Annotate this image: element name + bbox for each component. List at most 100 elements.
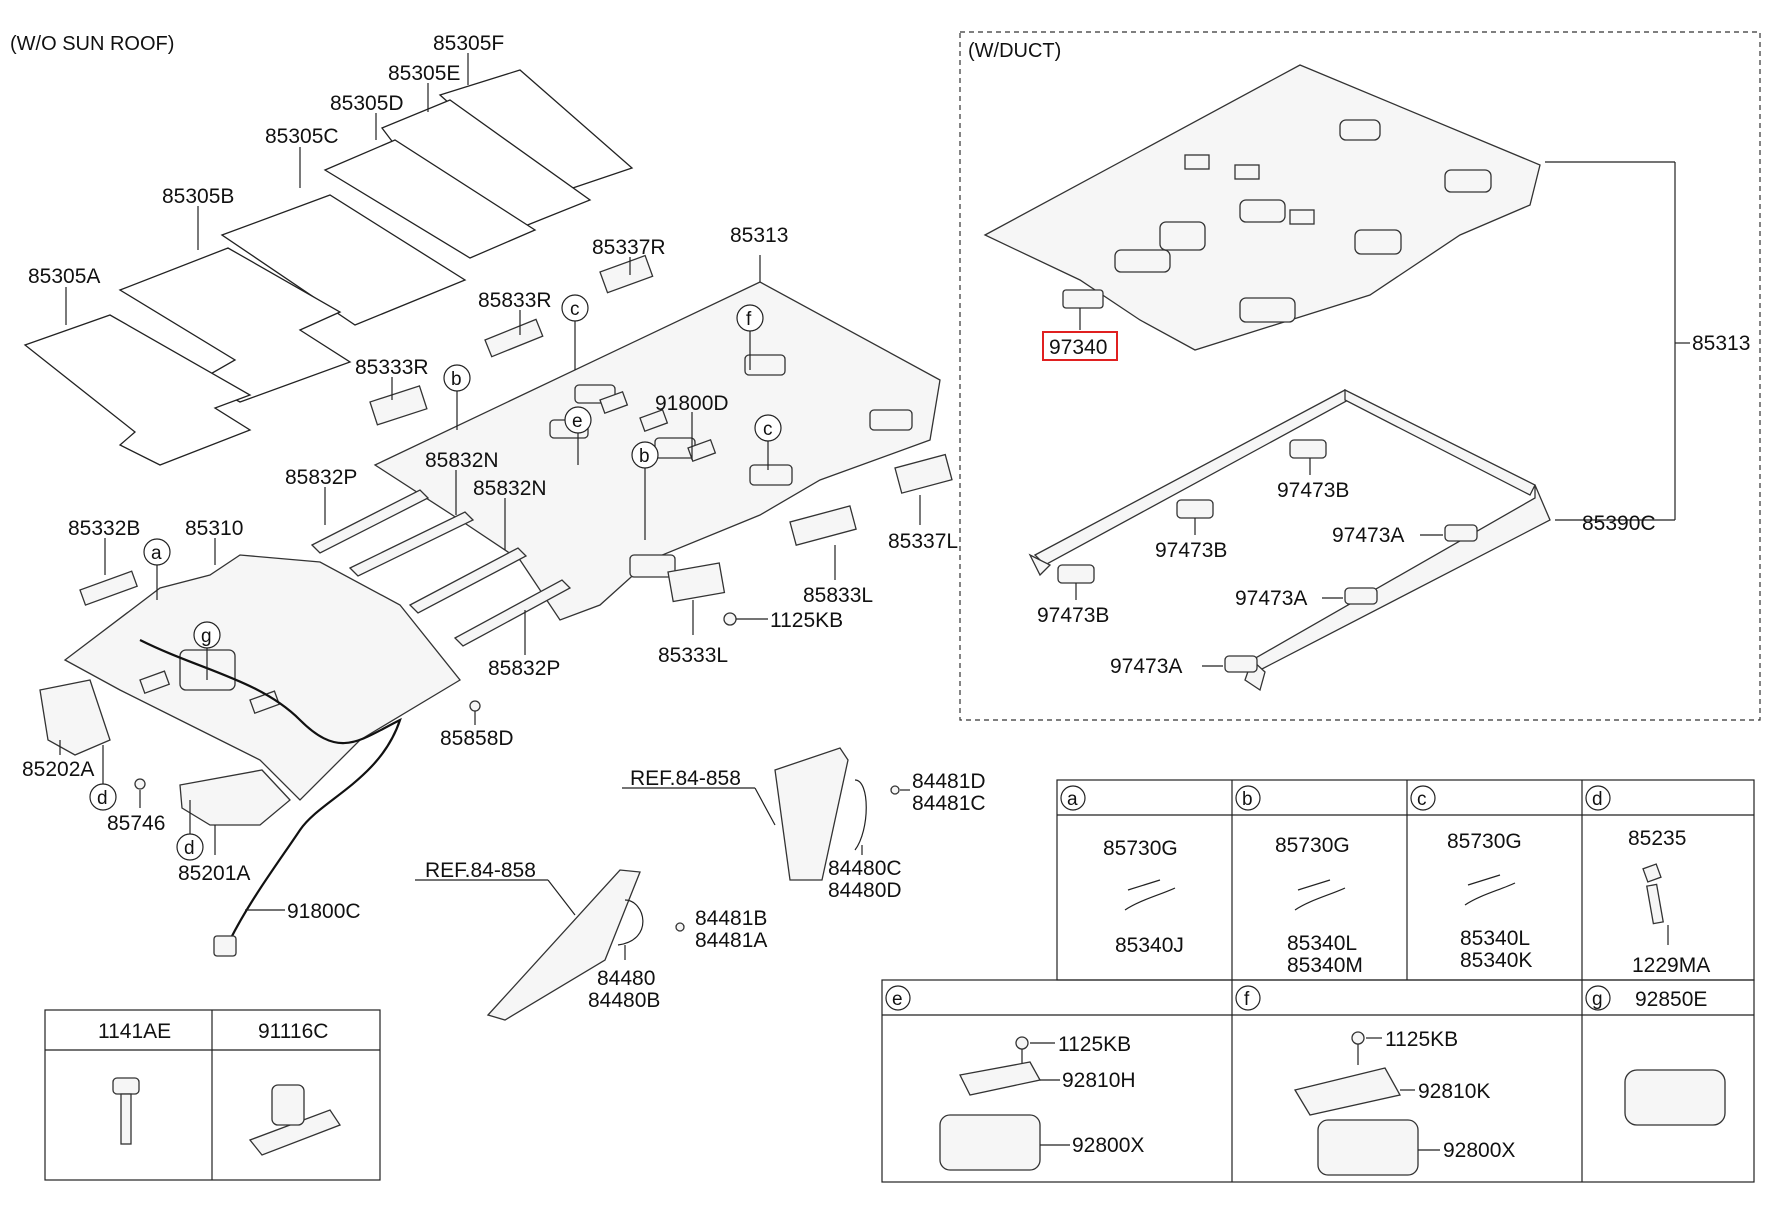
label-85305A[interactable]: 85305A [28,265,100,288]
label-97473A-a[interactable]: 97473A [1332,524,1404,547]
label-85746[interactable]: 85746 [107,812,165,835]
svg-text:d: d [184,838,195,859]
legend-col1-label[interactable]: 1141AE [98,1020,171,1043]
label-85305B[interactable]: 85305B [162,185,234,208]
label-f-92800X[interactable]: 92800X [1443,1139,1515,1162]
label-c-85340L[interactable]: 85340L [1460,927,1530,950]
label-a-85730G[interactable]: 85730G [1103,837,1178,860]
label-ref-upper[interactable]: REF.84-858 [630,767,741,790]
vent-97473A-b: 97473A [1235,587,1378,610]
label-85337L[interactable]: 85337L [888,530,958,553]
detail-table-bottom: e f g 92850E 1125KB 92810H 92800X 1125KB… [881,979,1755,1183]
callout-b-2: b [631,441,659,540]
label-85832N-b[interactable]: 85832N [473,477,547,500]
label-ref-lower[interactable]: REF.84-858 [425,859,536,882]
pillar-lower: REF.84-858 84481B 84481A 84480 84480B [415,859,767,1021]
vent-97473A-a: 97473A [1332,524,1478,547]
label-97473B-a[interactable]: 97473B [1277,479,1349,502]
screw-85858D: 85858D [440,700,514,750]
label-b-85340L[interactable]: 85340L [1287,932,1357,955]
svg-text:d: d [97,788,108,809]
part-85333L: 85333L [658,562,728,667]
callout-b-1: b [443,364,471,430]
label-d-1229MA[interactable]: 1229MA [1632,954,1710,977]
label-85310[interactable]: 85310 [185,517,243,540]
pillar-upper: REF.84-858 84481D 84481C 84480C 84480D [622,747,986,902]
duct-frame-85390C [1028,388,1551,692]
label-85313[interactable]: 85313 [730,224,788,247]
label-1125KB[interactable]: 1125KB [770,609,843,632]
label-97473B-b[interactable]: 97473B [1155,539,1227,562]
vent-97473A-c: 97473A [1110,655,1258,678]
svg-text:g: g [201,626,212,647]
label-f-92810K[interactable]: 92810K [1418,1080,1490,1103]
label-e-1125KB[interactable]: 1125KB [1058,1033,1131,1056]
label-85201A[interactable]: 85201A [178,862,250,885]
svg-text:c: c [763,419,773,440]
label-g-92850E[interactable]: 92850E [1635,988,1707,1011]
wire-harness-91800C [139,639,402,941]
svg-text:e: e [572,411,583,432]
bolt-1141AE-icon [112,1077,140,1145]
label-85858D[interactable]: 85858D [440,727,514,750]
label-85332B[interactable]: 85332B [68,517,140,540]
label-84480[interactable]: 84480 [597,967,655,990]
label-91800C[interactable]: 91800C [287,900,361,923]
sunvisor-85201A: 85201A [178,769,291,885]
callout-d-1: d [89,745,117,811]
label-97473B-c[interactable]: 97473B [1037,604,1109,627]
label-a-85340J[interactable]: 85340J [1115,934,1184,957]
label-84481C[interactable]: 84481C [912,792,986,815]
label-84481A[interactable]: 84481A [695,929,767,952]
label-97473A-c[interactable]: 97473A [1110,655,1182,678]
svg-text:b: b [451,369,462,390]
label-85313-duct[interactable]: 85313 [1692,332,1750,355]
label-85305F[interactable]: 85305F [433,32,504,55]
label-85833L[interactable]: 85833L [803,584,873,607]
label-f-1125KB[interactable]: 1125KB [1385,1028,1458,1051]
label-85832N-a[interactable]: 85832N [425,449,499,472]
label-84480B[interactable]: 84480B [588,989,660,1012]
part-85833L: 85833L [789,505,873,607]
label-85333R[interactable]: 85333R [355,356,429,379]
label-b-85730G[interactable]: 85730G [1275,834,1350,857]
connector-91800C: 91800C [213,900,361,957]
label-85305C[interactable]: 85305C [265,125,339,148]
label-85305E[interactable]: 85305E [388,62,460,85]
label-85390C[interactable]: 85390C [1582,512,1656,535]
label-85832P-lower[interactable]: 85832P [488,657,560,680]
label-84480D[interactable]: 84480D [828,879,902,902]
highlight-97340 [1042,331,1118,361]
label-85833R[interactable]: 85833R [478,289,552,312]
callout-d-2: d [176,800,204,861]
label-91800D[interactable]: 91800D [655,392,729,415]
note-with-duct: (W/DUCT) [968,40,1061,62]
part-85833R: 85833R [478,289,552,358]
label-85305D[interactable]: 85305D [330,92,404,115]
label-c-85730G[interactable]: 85730G [1447,830,1522,853]
callout-a-1: a [143,538,171,600]
label-d-85235[interactable]: 85235 [1628,827,1686,850]
duct-module-97340: 97340 [1042,289,1118,361]
label-97473A-b[interactable]: 97473A [1235,587,1307,610]
label-85337R[interactable]: 85337R [592,236,666,259]
label-b-85340M[interactable]: 85340M [1287,954,1363,977]
label-84481D[interactable]: 84481D [912,770,986,793]
callout-f-head: f [1244,989,1250,1010]
label-97340[interactable]: 97340 [1049,336,1107,359]
label-c-85340K[interactable]: 85340K [1460,949,1532,972]
label-84480C[interactable]: 84480C [828,857,902,880]
legend-col2-label[interactable]: 91116C [258,1020,328,1043]
label-85202A[interactable]: 85202A [22,758,94,781]
label-e-92800X[interactable]: 92800X [1072,1134,1144,1157]
label-85333L[interactable]: 85333L [658,644,728,667]
label-e-92810H[interactable]: 92810H [1062,1069,1136,1092]
label-84481B[interactable]: 84481B [695,907,767,930]
rail-85832N-b: 85832N [408,477,547,614]
part-85337L: 85337L [888,453,958,553]
label-85832P-upper[interactable]: 85832P [285,466,357,489]
svg-text:a: a [151,543,162,564]
part-85337R: 85337R [592,236,666,294]
callout-f-1: f [736,304,764,370]
